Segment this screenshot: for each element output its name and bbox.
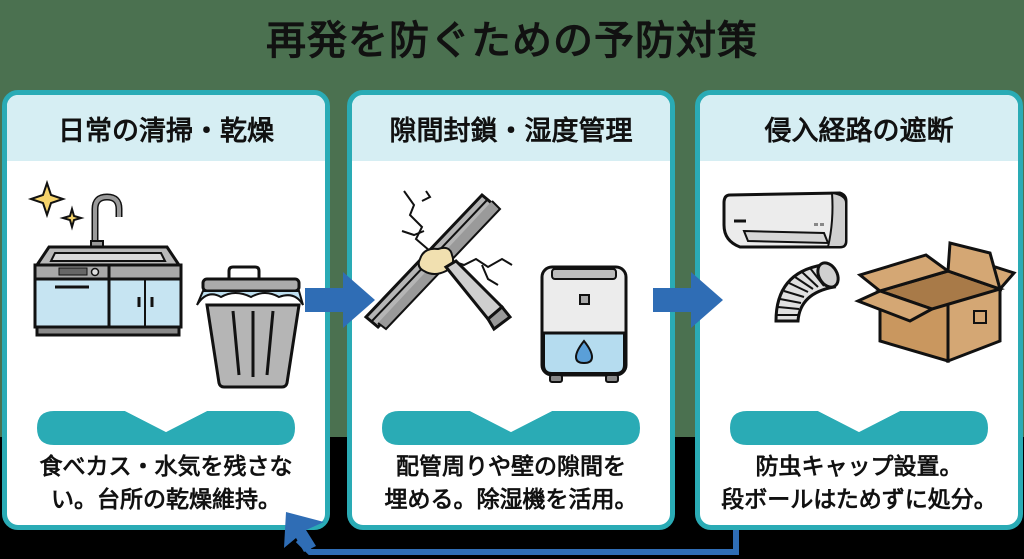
down-arrow-bar [37,411,295,445]
air-conditioner-icon [722,191,848,249]
pipe-caulking-icon [363,190,513,332]
sparkle-icon [27,179,85,231]
description-line: 埋める。除湿機を活用。 [384,487,638,513]
panel-illustration [363,190,628,383]
description-line: 段ボールはためずに処分。 [721,487,997,513]
description-line: 食べカス・水気を残さな [39,454,293,480]
panel-description: 配管周りや壁の隙間を 埋める。除湿機を活用。 [352,451,670,517]
description-line: 防虫キャップ設置。 [755,454,963,480]
kitchen-sink-icon [33,193,183,337]
panel-gap-sealing: 隙間封鎖・湿度管理 [347,90,675,530]
dehumidifier-icon [540,265,628,383]
panel-description: 食べカス・水気を残さな い。台所の乾燥維持。 [7,451,325,517]
panel-daily-cleaning: 日常の清掃・乾燥 [2,90,330,530]
panel-illustration [722,191,1017,364]
trash-can-icon [196,265,304,389]
panel-entry-blocking: 侵入経路の遮断 [695,90,1023,530]
drain-hose-icon [774,261,840,323]
down-arrow-bar [382,411,640,445]
panel-illustration [27,179,304,389]
down-arrow-bar [730,411,988,445]
panel-heading: 隙間封鎖・湿度管理 [352,95,670,161]
description-line: い。台所の乾燥維持。 [51,487,281,513]
description-line: 配管周りや壁の隙間を [396,454,626,480]
cardboard-box-icon [854,241,1017,364]
flow-arrow-right-2 [653,272,723,328]
panel-heading: 日常の清掃・乾燥 [7,95,325,161]
flow-arrow-right-1 [305,272,375,328]
panel-heading: 侵入経路の遮断 [700,95,1018,161]
panel-description: 防虫キャップ設置。 段ボールはためずに処分。 [700,451,1018,517]
page-title: 再発を防ぐための予防対策 [266,18,758,64]
